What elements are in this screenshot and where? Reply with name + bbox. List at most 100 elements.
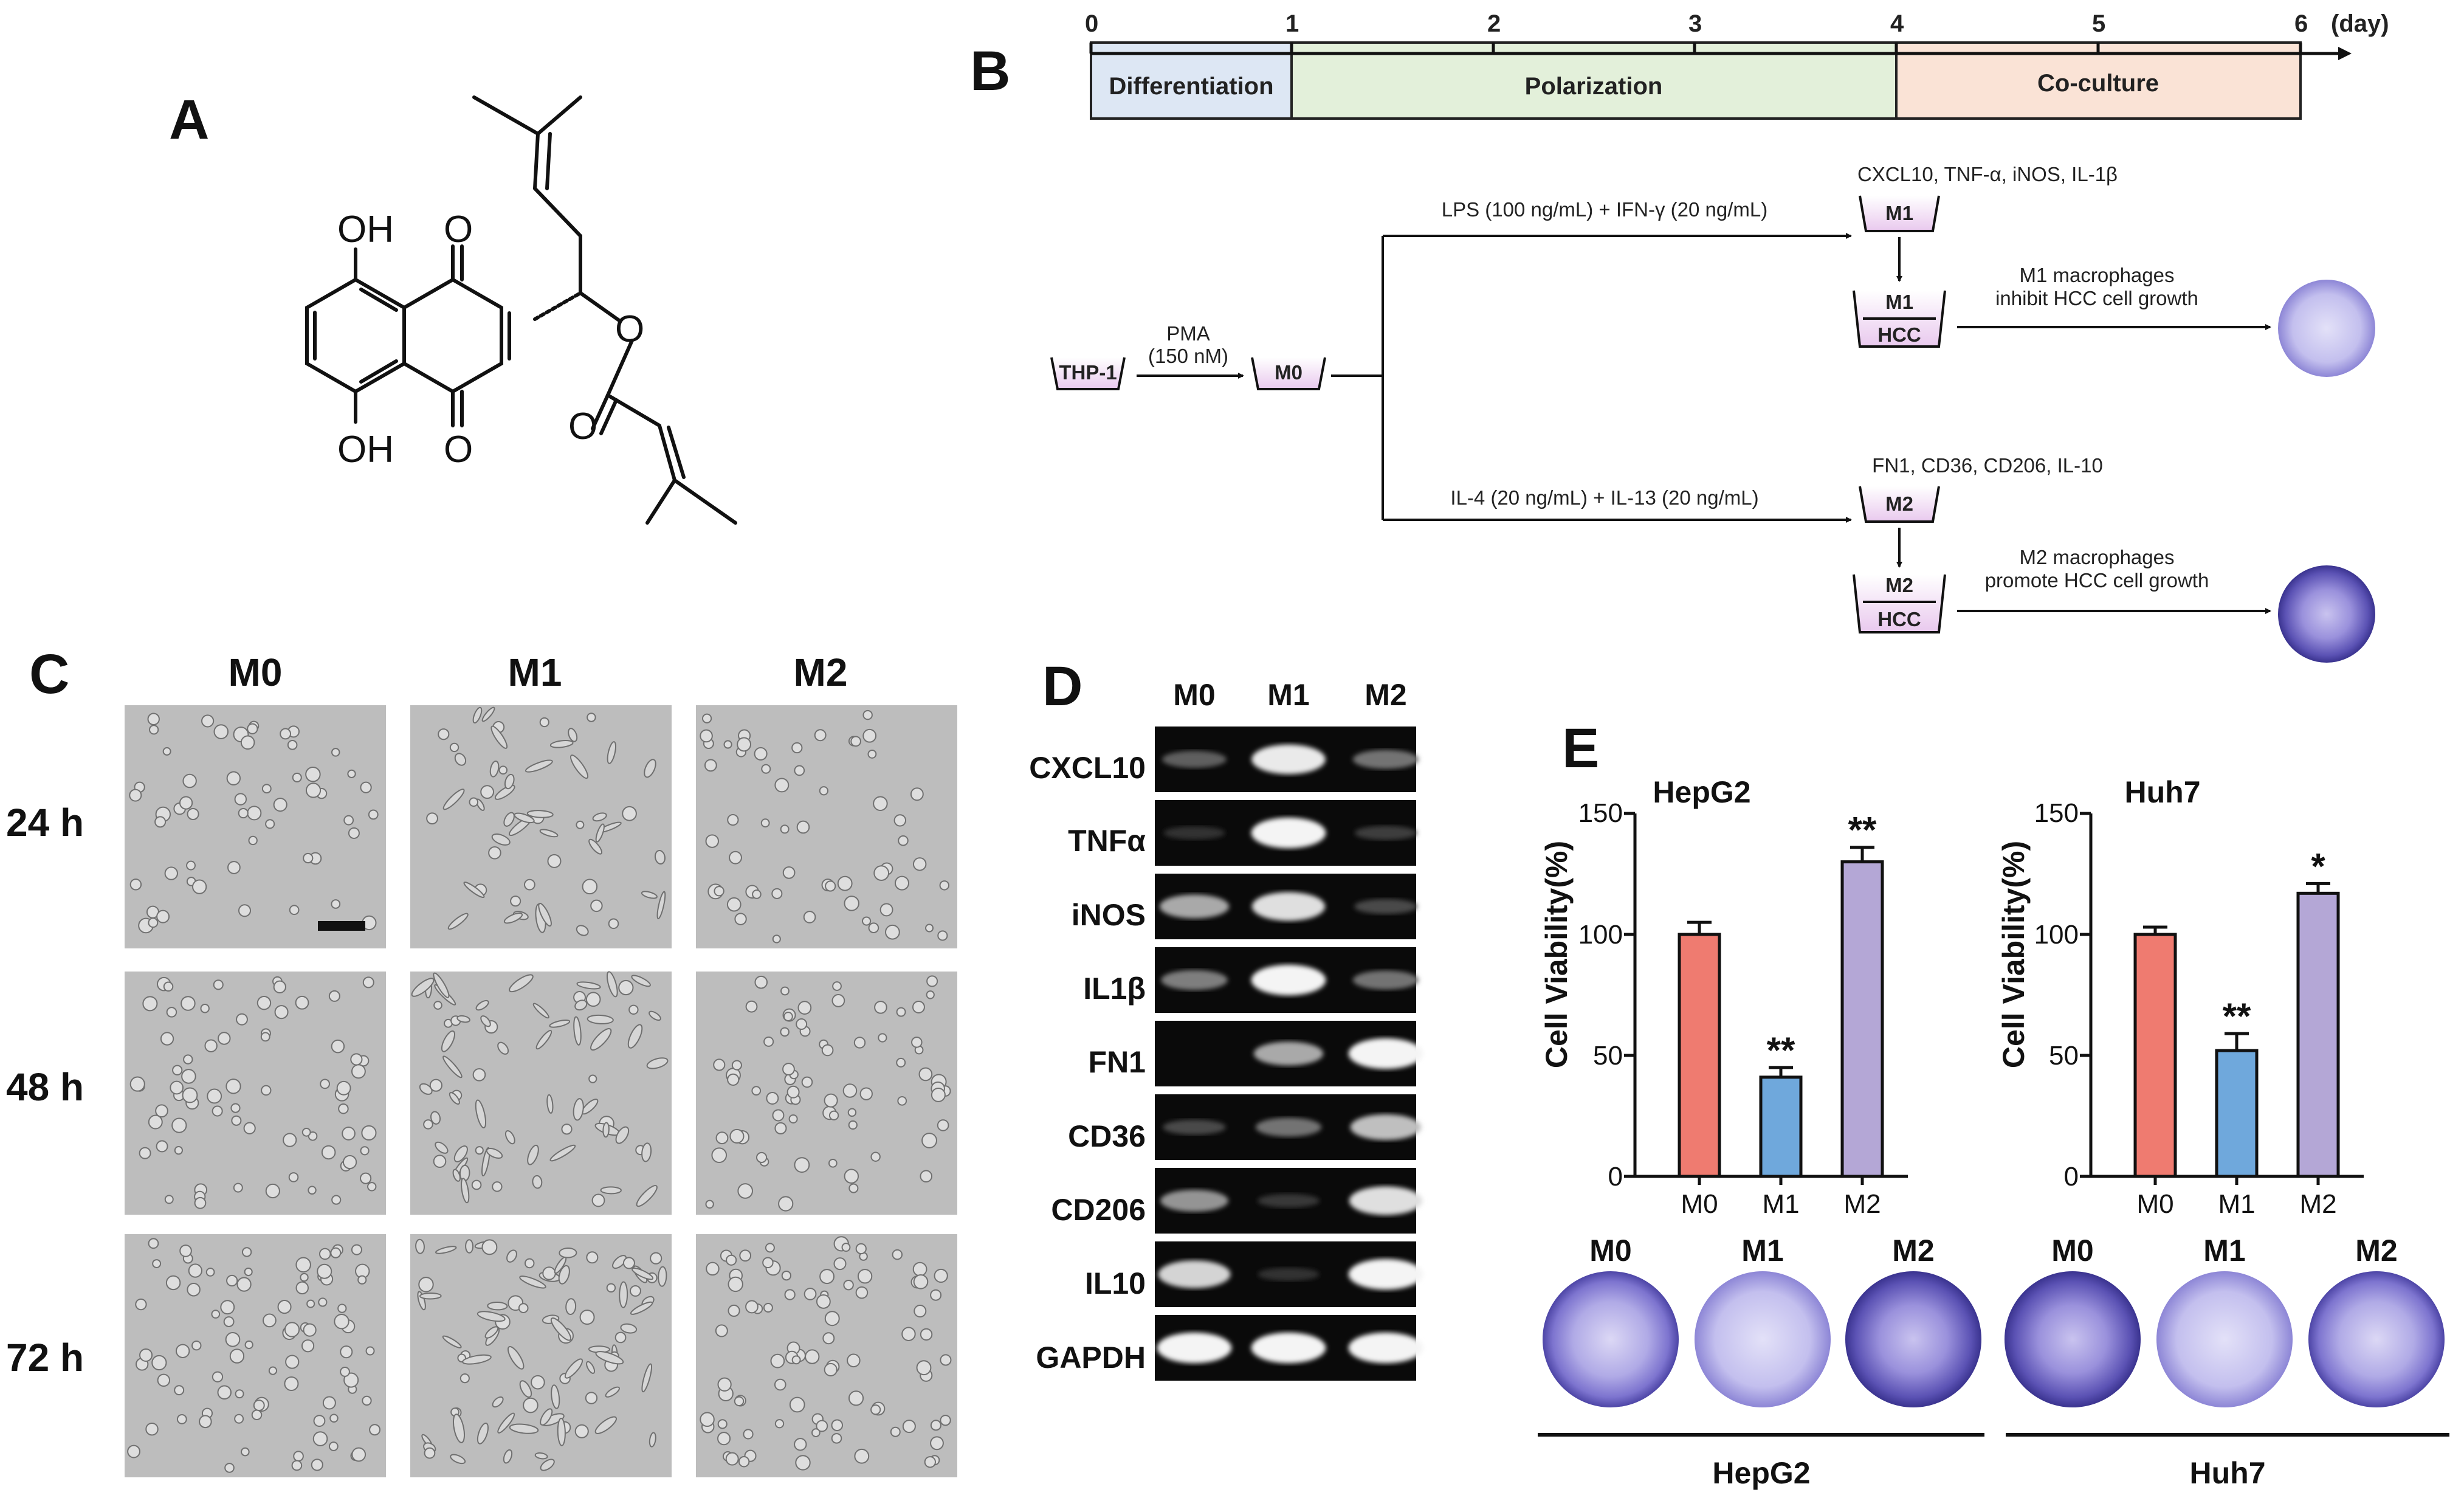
significance-marker: * (2311, 846, 2325, 886)
y-tick-label: 0 (1608, 1162, 1623, 1192)
pma-conc: (150 nM) (1148, 345, 1228, 367)
atom-o-carbonyl: O (568, 406, 597, 447)
gel-band (1162, 751, 1227, 768)
micro-col-m0: M0 (229, 651, 283, 694)
micrograph-tile (410, 705, 672, 948)
gel-label-inos: iNOS (1072, 898, 1146, 932)
gel-strip (1155, 800, 1417, 866)
gel-label-fn1: FN1 (1089, 1045, 1146, 1079)
phase-label-differentiation: Differentiation (1109, 73, 1273, 100)
m1-effect-2: inhibit HCC cell growth (1995, 287, 2198, 309)
y-axis-label: Cell Viability(%) (1540, 841, 1574, 1068)
gel-blots (1155, 727, 1423, 1381)
gel-band (1352, 970, 1419, 990)
bar (2133, 933, 2177, 1178)
m1-treatment: LPS (100 ng/mL) + IFN-γ (20 ng/mL) (1442, 198, 1767, 221)
cup-thp1: THP-1 (1059, 361, 1117, 384)
significance-marker: ** (1767, 1030, 1795, 1071)
bar (2215, 1049, 2259, 1178)
gel-label-gapdh: GAPDH (1036, 1341, 1146, 1375)
gel-band (1350, 1114, 1422, 1141)
gel-strip (1155, 1241, 1423, 1307)
day-unit: (day) (2331, 10, 2389, 37)
gel-strip (1155, 1021, 1423, 1086)
micro-col-m1: M1 (508, 651, 562, 694)
plate-m0-huh7 (2005, 1271, 2141, 1407)
day-tick-5: 5 (2092, 10, 2105, 37)
day-tick-6: 6 (2294, 10, 2308, 37)
y-tick-label: 50 (2049, 1041, 2079, 1071)
micrograph-tile (696, 972, 957, 1215)
micrograph-tile (410, 1234, 672, 1477)
gel-band (1251, 744, 1326, 775)
plate-m0-hepg2 (1543, 1271, 1679, 1407)
plate-m2-scheme (2278, 565, 2375, 663)
x-tick-label: M2 (1843, 1189, 1881, 1219)
significance-marker: ** (1848, 810, 1877, 851)
y-tick-label: 150 (1578, 798, 1623, 828)
x-tick-label: M2 (2299, 1189, 2336, 1219)
timeline (1089, 41, 2352, 120)
gel-strip (1155, 727, 1419, 792)
y-tick-label: 150 (2034, 798, 2079, 828)
chemical-structure (305, 95, 737, 525)
micrograph-tile (125, 705, 386, 948)
m1-markers: CXCL10, TNF-α, iNOS, IL-1β (1857, 163, 2118, 185)
cup-hcc-1: HCC (1877, 323, 1921, 346)
gel-band (1253, 1041, 1324, 1066)
gel-band (1160, 1190, 1228, 1212)
m2-effect-2: promote HCC cell growth (1985, 569, 2209, 592)
plate-m1-scheme (2278, 280, 2375, 377)
bar (1759, 1075, 1803, 1178)
scale-bar (318, 921, 365, 931)
cup-m1: M1 (1885, 202, 1913, 224)
cup-hcc-2: HCC (1877, 608, 1921, 630)
plate-m1-huh7 (2156, 1271, 2293, 1407)
atom-oh-top: OH (337, 209, 394, 250)
y-tick-label: 0 (2064, 1162, 2079, 1192)
gel-strip (1155, 1168, 1423, 1234)
panel-label-c: C (29, 643, 69, 705)
gel-strip (1155, 947, 1419, 1013)
day-tick-0: 0 (1085, 10, 1098, 37)
bottom-label-huh7: Huh7 (2190, 1456, 2266, 1490)
gel-band (1158, 1260, 1231, 1288)
micro-row-48h: 48 h (6, 1065, 84, 1109)
plate-label-m1-hepg2: M1 (1741, 1234, 1783, 1268)
gel-band (1348, 1258, 1423, 1290)
gel-band (1354, 826, 1417, 840)
gel-band (1352, 750, 1419, 769)
cup-m2-coculture: M2 (1885, 574, 1913, 596)
gel-label-il1b: IL1β (1083, 972, 1146, 1006)
plate-m1-hepg2 (1695, 1271, 1831, 1407)
panel-label-e: E (1562, 717, 1599, 779)
y-tick-label: 100 (2034, 920, 2079, 950)
gel-label-cd206: CD206 (1051, 1193, 1146, 1227)
gel-band (1258, 1268, 1320, 1281)
significance-marker: ** (2223, 996, 2251, 1037)
gel-col-m2: M2 (1364, 678, 1406, 712)
gel-band (1251, 892, 1326, 921)
panel-label-d: D (1042, 655, 1082, 717)
gel-strip (1155, 874, 1417, 939)
atom-o-ester: O (615, 308, 644, 350)
gel-band (1251, 817, 1326, 849)
micrograph-tile (410, 971, 672, 1215)
gel-band (1349, 1186, 1423, 1215)
bar (1840, 860, 1884, 1178)
phase-label-polarization: Polarization (1525, 73, 1663, 100)
gel-band (1251, 964, 1326, 996)
gel-band (1348, 1038, 1423, 1069)
m2-markers: FN1, CD36, CD206, IL-10 (1872, 454, 2103, 477)
gel-col-m0: M0 (1173, 678, 1215, 712)
plate-label-m0-huh7: M0 (2051, 1234, 2093, 1268)
x-tick-label: M0 (2136, 1189, 2173, 1219)
day-tick-2: 2 (1487, 10, 1501, 37)
micro-col-m2: M2 (794, 651, 848, 694)
chart-huh7: Huh7 Cell Viability(%) 0 50 100 150 M0 M… (1997, 775, 2364, 1219)
gel-band (1163, 1119, 1226, 1135)
bar (1678, 933, 1721, 1178)
atom-o-bottom: O (444, 429, 473, 471)
micrograph-tile (125, 972, 386, 1215)
